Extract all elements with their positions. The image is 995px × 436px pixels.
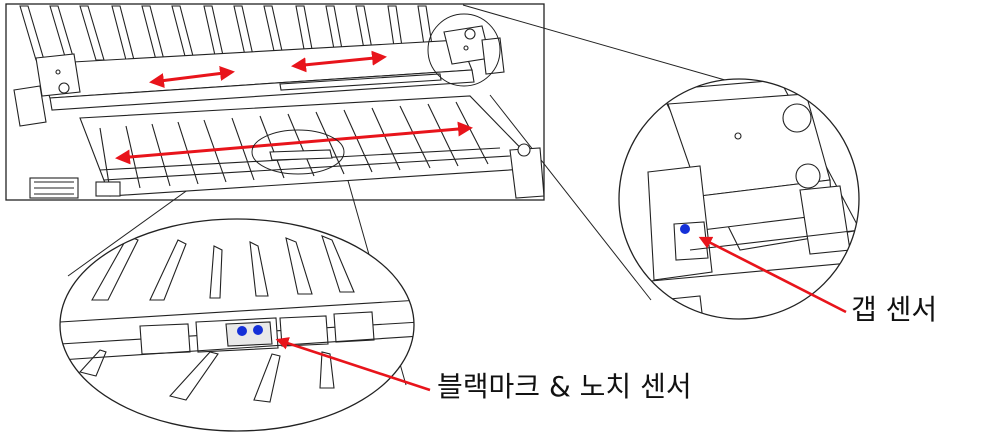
blackmark-notch-sensor-label: 블랙마크 & 노치 센서 — [437, 370, 692, 403]
blackmark-notch-detail — [59, 218, 415, 432]
gap-sensor-detail — [618, 78, 860, 320]
right-bracket — [443, 25, 505, 75]
left-bracket — [13, 53, 81, 127]
main-printer-view — [13, 5, 544, 199]
callout-source-bottom — [251, 129, 345, 175]
gap-sensor-dot — [680, 224, 690, 234]
notch-sensor-dot — [253, 325, 263, 335]
width-arrows — [115, 50, 473, 165]
blackmark-sensor-dot — [237, 326, 247, 336]
gap-sensor-pointer — [698, 236, 847, 314]
pointer-arrows — [275, 236, 847, 392]
gap-sensor-label: 갭 센서 — [851, 293, 938, 326]
width-arrow-upper-right — [291, 50, 387, 73]
callout-source-top-right — [427, 13, 501, 87]
width-arrow-lower — [115, 121, 473, 165]
main-view-frame — [5, 3, 545, 201]
width-arrow-upper-left — [149, 66, 235, 88]
lower-slots — [79, 95, 542, 197]
blackmark-sensor-pointer — [275, 337, 431, 392]
blackmark-sensor-window — [225, 321, 273, 347]
bottom-left-connector — [29, 177, 121, 199]
